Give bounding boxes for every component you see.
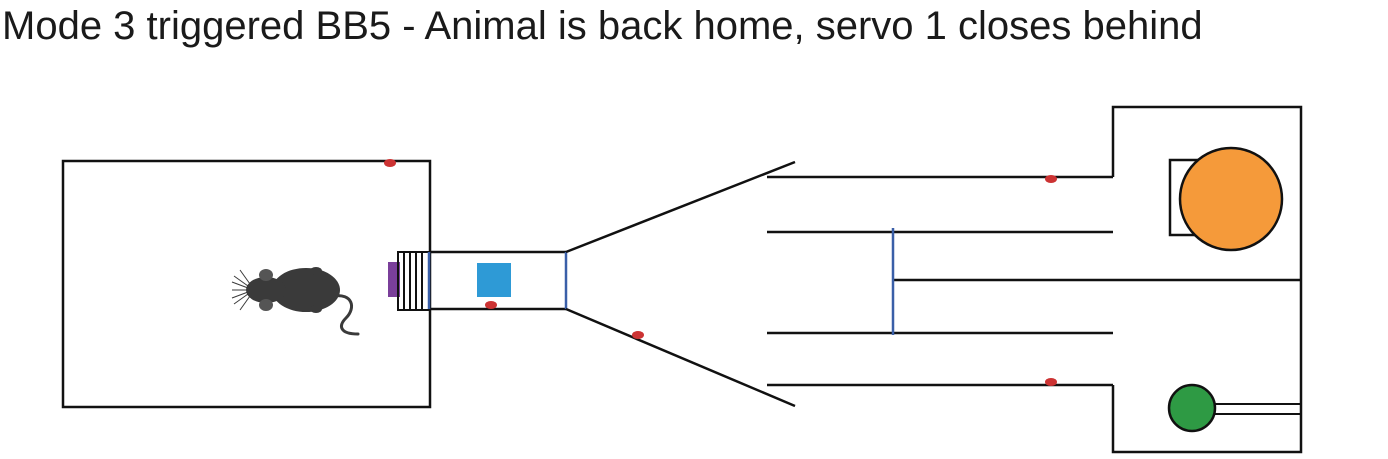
- tunnel-ribs: [397, 251, 431, 311]
- reward-chamber-outline: [1111, 105, 1303, 454]
- mouse-icon: [231, 267, 360, 336]
- diagram-title: Mode 3 triggered BB5 - Animal is back ho…: [2, 4, 1203, 48]
- beam-sensor-corridor: [485, 301, 497, 309]
- funnel-upper-wall: [565, 160, 796, 254]
- beam-sensor-arena-bottom: [1045, 378, 1057, 386]
- beam-sensor-home: [384, 159, 396, 167]
- home-cage: [61, 159, 432, 409]
- beam-sensor-funnel: [632, 331, 644, 339]
- funnel-lower-wall: [565, 307, 796, 408]
- animal-cube: [477, 263, 511, 297]
- water-spout: [1167, 383, 1217, 433]
- food-pellet: [1178, 146, 1284, 252]
- beam-sensor-arena-top: [1045, 175, 1057, 183]
